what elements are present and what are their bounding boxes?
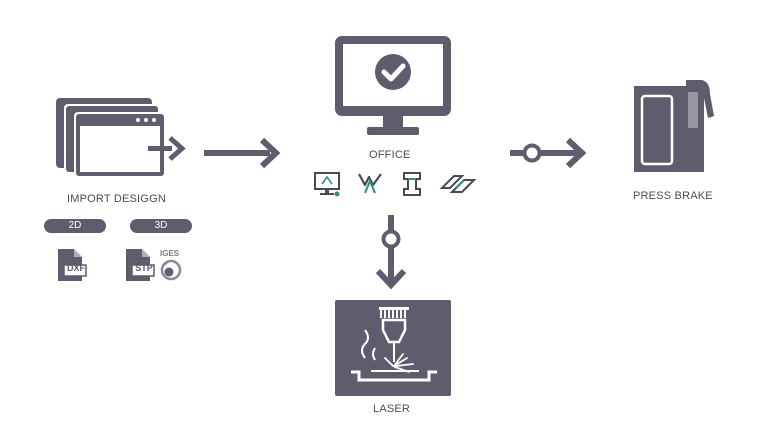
sheet-part-icon [403,172,421,196]
arrow-office-to-press-brake [510,137,587,169]
import-windows-icon [56,98,186,178]
laser-cutter-icon [335,300,451,396]
press-brake-label: PRESS BRAKE [633,190,713,202]
bending-tool-icon [358,173,382,194]
arrow-import-to-office [204,137,281,169]
office-label: OFFICE [369,149,411,161]
press-brake-icon [634,80,714,172]
cad-monitor-icon [314,172,340,197]
pill-2d: 2D [44,219,106,233]
dxf-file-icon [58,249,87,281]
stp-label: STP [135,263,153,273]
nesting-parts-icon [439,175,477,193]
stp-file-icon [126,249,155,281]
pill-3d: 3D [130,219,192,233]
iges-label: IGES [160,249,180,258]
dxf-label: DXF [67,263,85,273]
monitor-check-icon [335,36,451,135]
laser-label: LASER [373,403,411,415]
import-design-label: IMPORT DESIGGN [67,193,166,205]
iges-shape-icon [160,259,182,281]
arrow-office-to-laser [375,215,407,290]
